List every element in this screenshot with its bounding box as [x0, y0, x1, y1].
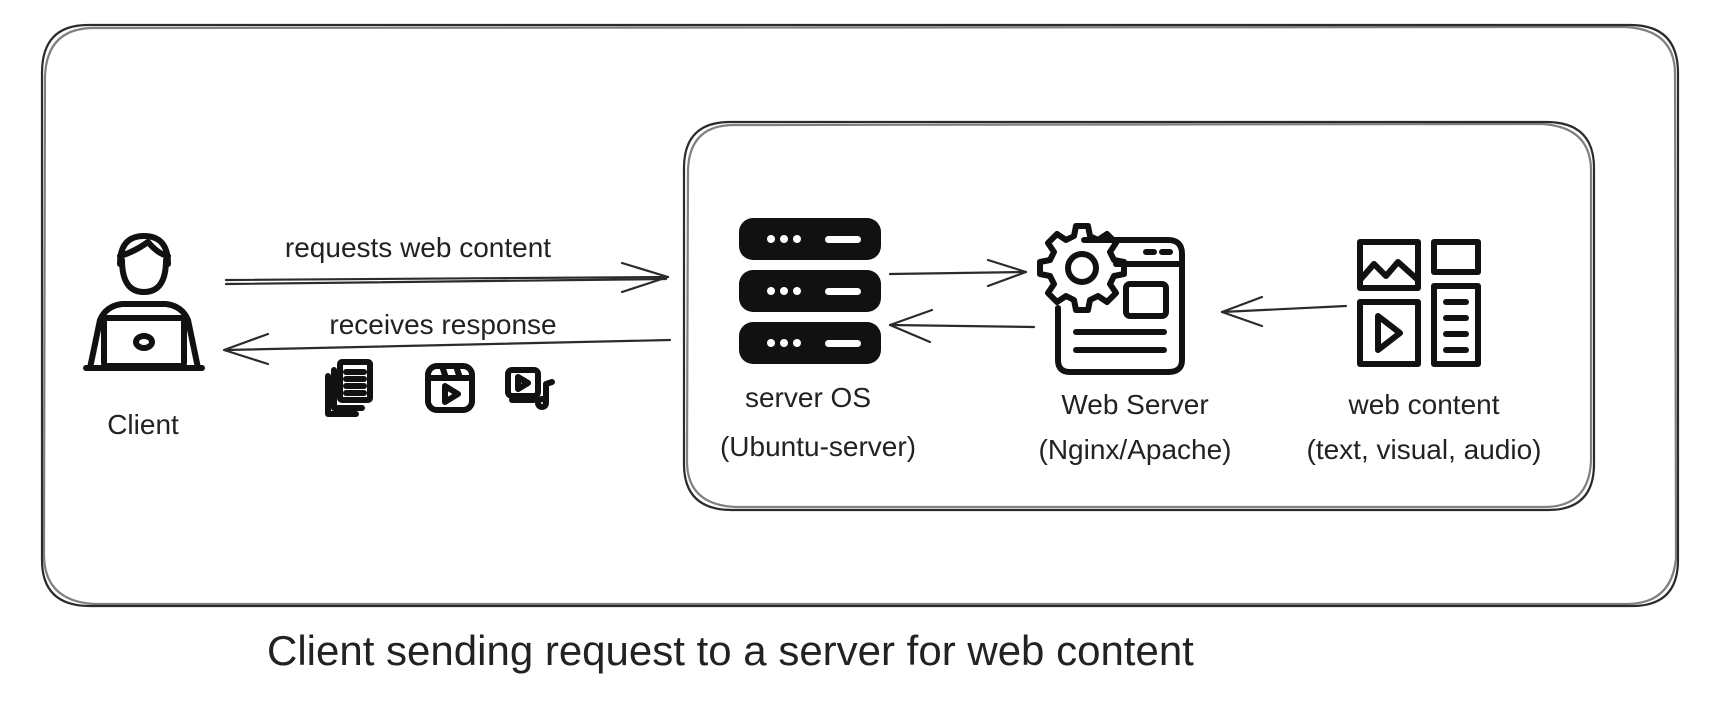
- video-music-icon: [505, 367, 555, 410]
- gear-browser-icon: [1037, 223, 1185, 375]
- server-container: [682, 120, 1596, 512]
- client-label: Client: [107, 409, 179, 440]
- content-to-webserver-arrow: [1220, 295, 1348, 328]
- web-server-sublabel: (Nginx/Apache): [1039, 434, 1232, 465]
- request-arrow: [224, 261, 670, 294]
- server-os-sublabel: (Ubuntu-server): [720, 431, 916, 462]
- response-arrow: [222, 332, 672, 366]
- outer-container: [40, 23, 1680, 608]
- web-server-label: Web Server: [1061, 389, 1208, 420]
- web-content-label: web content: [1348, 389, 1500, 420]
- diagram-caption: Client sending request to a server for w…: [267, 627, 1194, 674]
- request-label: requests web content: [285, 232, 551, 263]
- video-play-icon: [425, 363, 475, 413]
- server-os-label: server OS: [745, 382, 871, 413]
- person-laptop-icon: [83, 233, 205, 371]
- os-to-webserver-arrow: [888, 258, 1028, 288]
- webserver-to-os-arrow: [888, 308, 1036, 344]
- documents-icon: [325, 359, 373, 417]
- web-content-sublabel: (text, visual, audio): [1307, 434, 1542, 465]
- server-rack-icon: [739, 218, 881, 364]
- content-grid-icon: [1357, 239, 1481, 367]
- response-label: receives response: [329, 309, 556, 340]
